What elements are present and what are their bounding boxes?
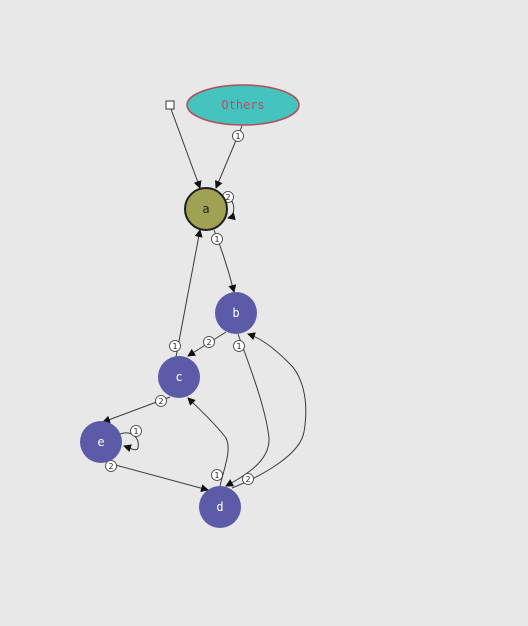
edge-c-a[interactable] [175,229,203,358]
node-b[interactable]: b [215,292,257,334]
node-b-label: b [232,306,239,320]
node-d[interactable]: d [199,486,241,528]
weight-d-c-text: 1 [214,471,219,480]
node-e-label: e [97,435,104,449]
weight-b-d-text: 1 [236,342,241,351]
node-a-label: a [202,202,209,216]
weight-others-a-text: 1 [235,132,240,141]
node-e-shape [80,421,122,463]
node-others-shape [186,84,300,126]
nodes: Others a b c d e [80,84,300,528]
node-d-label: d [216,500,223,514]
edge-d-c[interactable] [187,397,229,487]
edge-weights: 1 2 1 2 1 1 2 2 [105,130,254,485]
weight-c-e: 2 [155,395,167,407]
node-c[interactable]: c [158,356,200,398]
edge-e-e[interactable] [119,432,139,453]
weight-b-c-text: 2 [206,338,211,347]
weight-c-e-text: 2 [158,397,163,406]
weight-a-b: 1 [211,233,223,245]
weight-d-b-text: 2 [245,475,250,484]
node-others-label: Others [221,98,264,112]
weight-a-a-text: 2 [225,193,230,202]
weight-c-a: 1 [169,340,181,352]
edge-b-d[interactable] [225,333,270,487]
weight-a-b-text: 1 [214,235,219,244]
node-e[interactable]: e [80,421,122,463]
edge-e-d[interactable] [107,462,209,493]
node-a-shape [184,187,228,231]
node-others[interactable]: Others [186,84,300,126]
weight-c-a-text: 1 [172,342,177,351]
weight-b-c: 2 [203,336,215,348]
weight-d-b: 2 [242,473,254,485]
node-b-shape [215,292,257,334]
source-node[interactable] [165,100,175,110]
weight-e-d-text: 2 [108,462,113,471]
node-d-shape [199,486,241,528]
weight-d-c: 1 [211,469,223,481]
edge-src-a[interactable] [170,108,202,189]
node-c-shape [158,356,200,398]
node-c-label: c [175,370,182,384]
node-a[interactable]: a [184,187,228,231]
weight-others-a: 1 [232,130,244,142]
weight-b-d: 1 [233,340,245,352]
weight-e-d: 2 [105,460,117,472]
weight-e-e: 1 [130,425,142,437]
edge-d-b[interactable] [231,332,307,489]
weight-e-e-text: 1 [133,427,138,436]
